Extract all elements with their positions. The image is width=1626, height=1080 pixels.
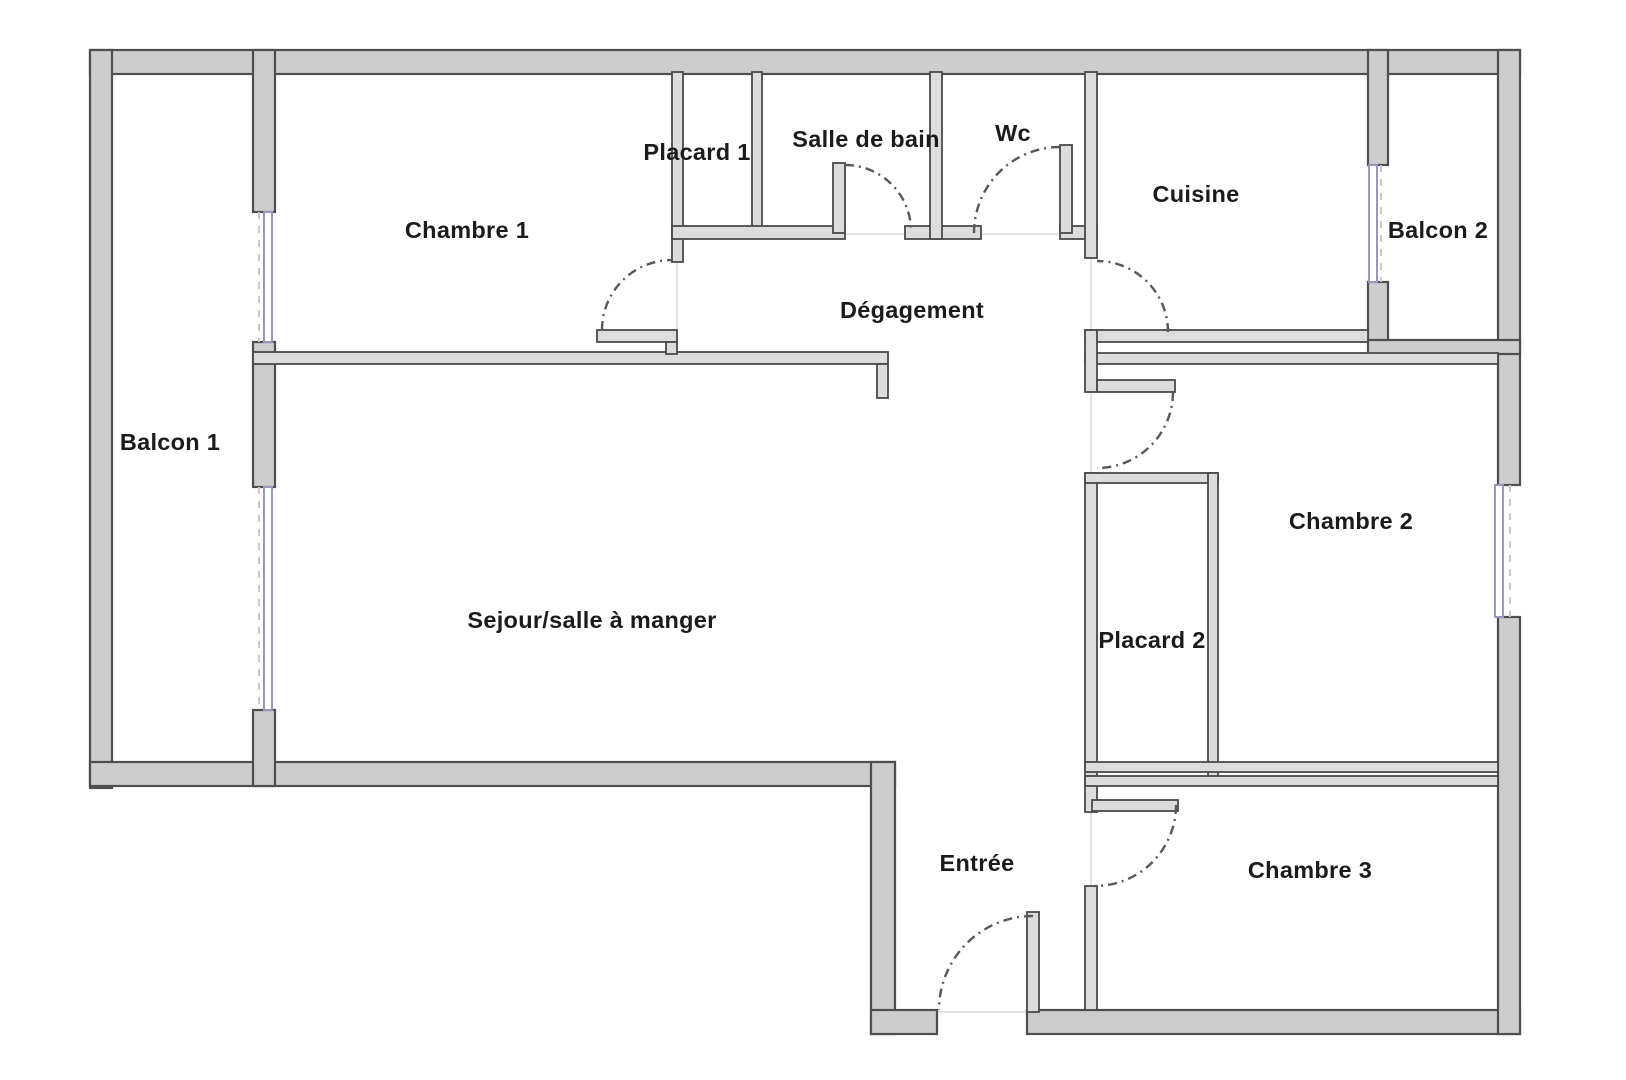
wall-chambre2-top bbox=[1084, 352, 1499, 365]
wall-balcon2-divider-bottom bbox=[1366, 280, 1390, 346]
wall-outer-right-upper bbox=[1496, 48, 1522, 487]
wall-outer-bottom-left bbox=[88, 760, 897, 788]
door-arc-entree bbox=[937, 914, 1034, 1011]
wall-balcon1-divider-top bbox=[251, 48, 277, 214]
room-label-placard-1: Placard 1 bbox=[643, 139, 750, 165]
door-leaf-chambre2 bbox=[1096, 379, 1176, 393]
wall-hall-divider-lower bbox=[1084, 885, 1098, 1011]
door-leaf-chambre3 bbox=[1091, 799, 1179, 812]
room-label-balcon-1: Balcon 1 bbox=[120, 429, 220, 455]
wall-outer-right-lower bbox=[1496, 615, 1522, 1036]
wall-outer-bottom-right bbox=[1025, 1008, 1522, 1036]
wall-balcon2-bottom bbox=[1366, 338, 1522, 356]
wall-placard1-sdb-divider bbox=[751, 71, 763, 234]
door-leaf-wc bbox=[1059, 144, 1073, 234]
room-label-sejour: Sejour/salle à manger bbox=[467, 607, 716, 633]
door-leaf-chambre1 bbox=[596, 329, 678, 343]
door-arc-cuisine bbox=[1096, 259, 1170, 333]
room-labels: Balcon 1 Chambre 1 Placard 1 Salle de ba… bbox=[120, 120, 1488, 883]
door-arc-salle-de-bain bbox=[844, 163, 913, 232]
door-arc-chambre3 bbox=[1094, 804, 1178, 888]
door-leaf-salle-de-bain bbox=[832, 162, 846, 234]
window-balcon2 bbox=[1368, 164, 1378, 283]
room-label-cuisine: Cuisine bbox=[1153, 181, 1240, 207]
door-arc-chambre1 bbox=[600, 258, 673, 331]
room-label-placard-2: Placard 2 bbox=[1098, 627, 1205, 653]
wall-chambre2-bottom bbox=[1084, 761, 1499, 773]
door-arcs bbox=[600, 145, 1178, 1011]
wall-toprooms-bottom-left bbox=[671, 225, 846, 240]
wall-cuisine-bottom bbox=[1084, 329, 1369, 343]
wall-outer-top bbox=[88, 48, 1522, 76]
door-leaf-entree bbox=[1026, 911, 1040, 1013]
outer-walls bbox=[88, 48, 1522, 1036]
wall-chambre3-top bbox=[1084, 775, 1499, 787]
room-label-entree: Entrée bbox=[940, 850, 1015, 876]
windows bbox=[258, 164, 1511, 711]
wall-placard2-top bbox=[1084, 472, 1219, 484]
wall-sejour-top-stub bbox=[876, 363, 889, 399]
room-label-chambre-1: Chambre 1 bbox=[405, 217, 529, 243]
door-leaf-chambre1-hinge bbox=[665, 341, 678, 355]
wall-hall-divider-upper bbox=[1084, 329, 1098, 393]
room-label-wc: Wc bbox=[995, 120, 1031, 146]
room-label-chambre-3: Chambre 3 bbox=[1248, 857, 1372, 883]
room-label-chambre-2: Chambre 2 bbox=[1289, 508, 1413, 534]
room-label-salle-de-bain: Salle de bain bbox=[792, 126, 940, 152]
wall-toprooms-bottom-mid bbox=[904, 225, 982, 240]
window-chambre2 bbox=[1494, 484, 1504, 618]
wall-outer-bottom-entree bbox=[869, 1008, 939, 1036]
room-label-degagement: Dégagement bbox=[840, 297, 984, 323]
wall-sdb-wc-divider bbox=[929, 71, 943, 240]
wall-sejour-top bbox=[252, 351, 889, 365]
wall-placard2-left bbox=[1084, 472, 1098, 778]
wall-balcon2-divider-top bbox=[1366, 48, 1390, 167]
wall-placard2-right bbox=[1207, 472, 1219, 778]
wall-outer-left bbox=[88, 48, 114, 790]
interior-walls bbox=[252, 71, 1499, 1011]
wall-cuisine-left bbox=[1084, 71, 1098, 259]
window-balcon1-lower bbox=[263, 486, 273, 711]
door-leaves bbox=[596, 144, 1179, 1013]
door-arc-wc bbox=[972, 145, 1061, 234]
wall-outer-step bbox=[869, 760, 897, 1036]
wall-chambre1-right bbox=[671, 71, 684, 263]
door-arc-chambre2 bbox=[1096, 391, 1175, 470]
room-label-balcon-2: Balcon 2 bbox=[1388, 217, 1488, 243]
wall-balcon1-divider-bottom bbox=[251, 708, 277, 788]
window-balcon1-upper bbox=[263, 211, 273, 343]
